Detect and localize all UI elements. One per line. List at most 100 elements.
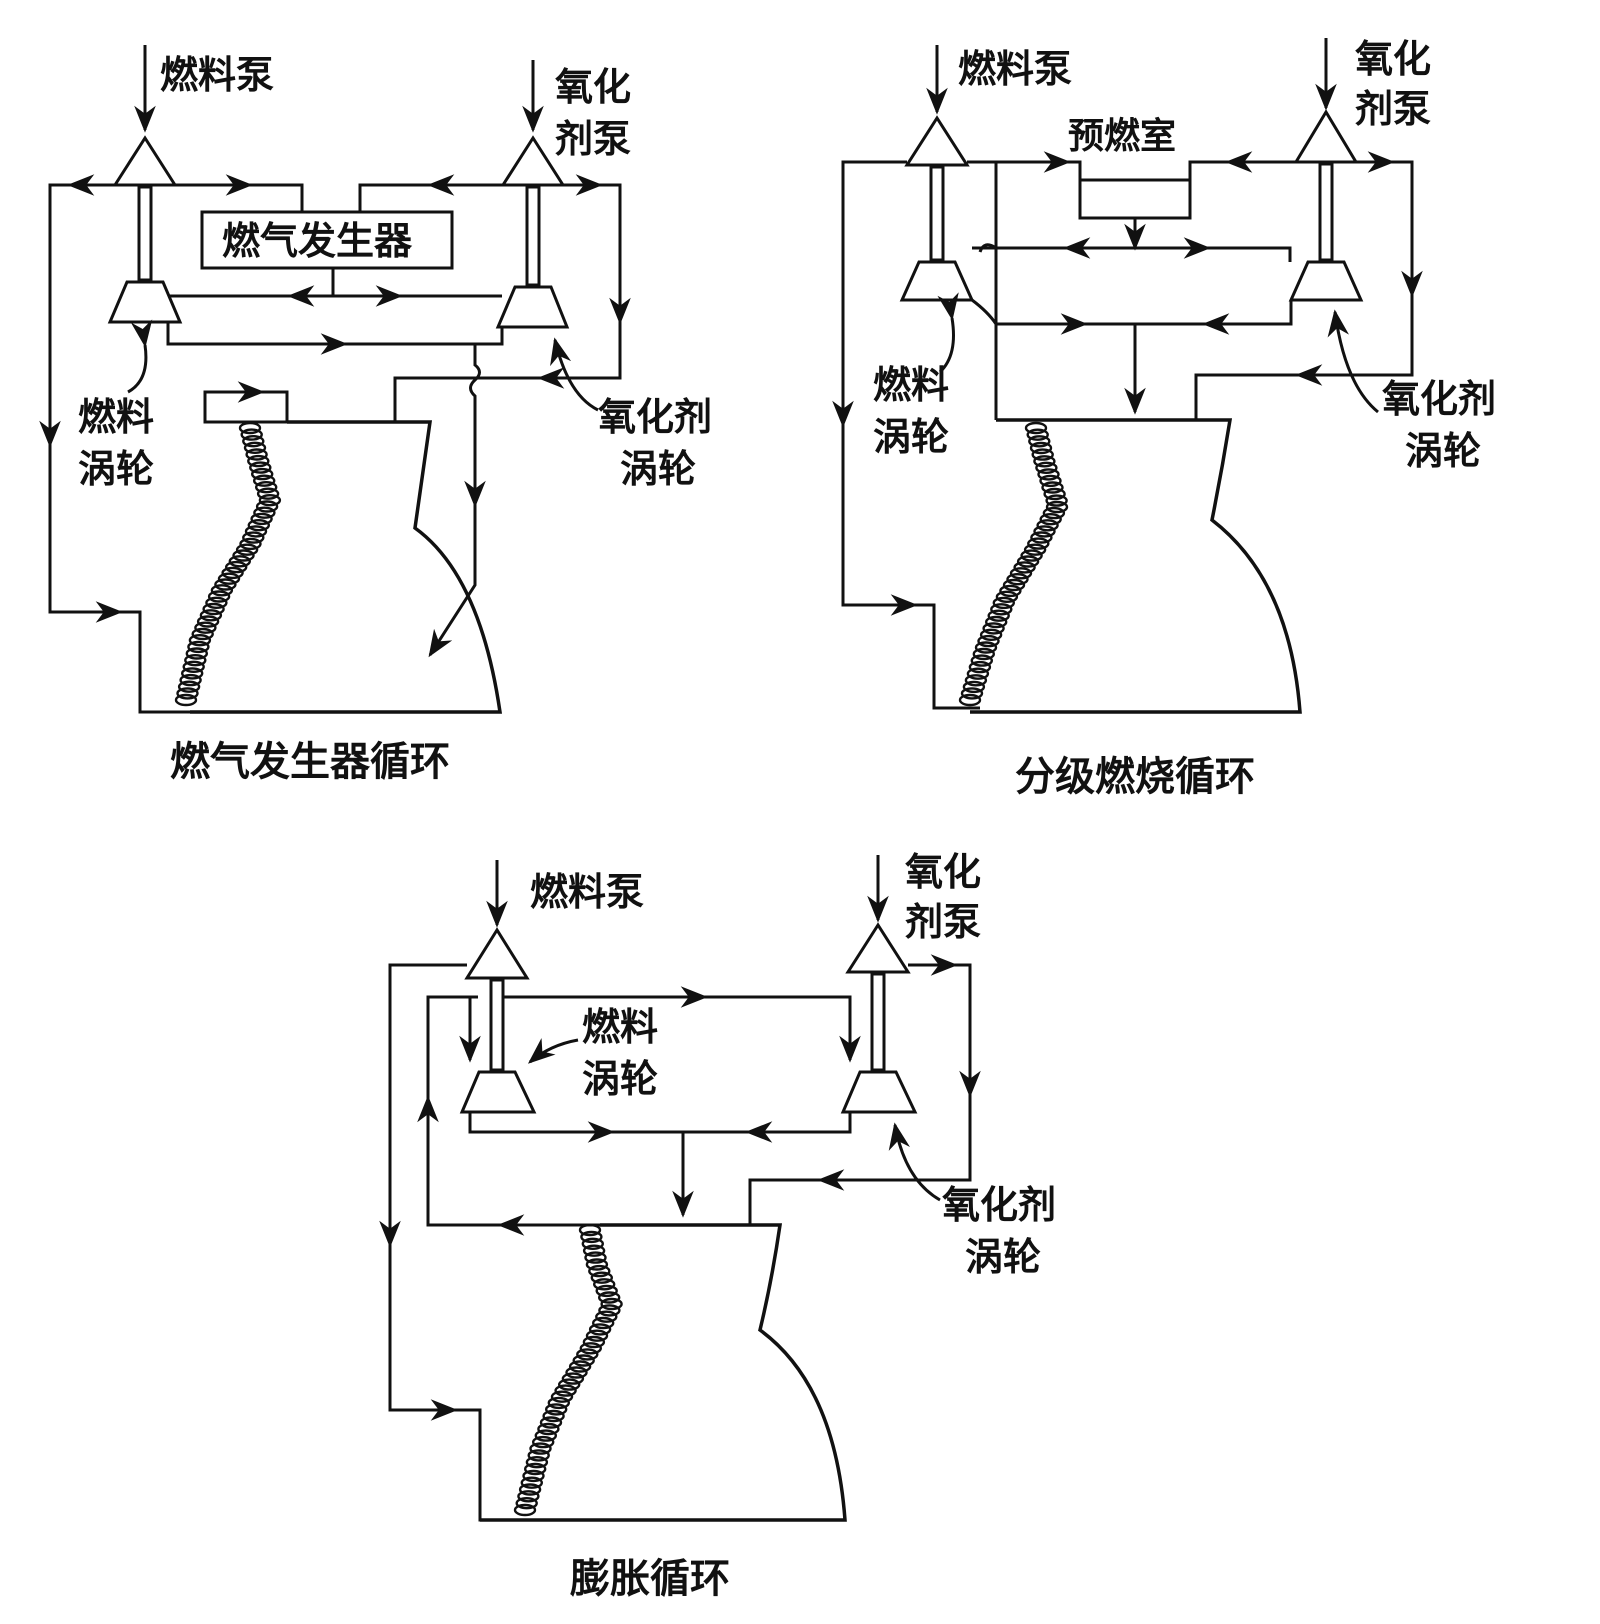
- coil-loop: [1039, 474, 1062, 488]
- coil-loop: [1027, 537, 1050, 550]
- coil-loop: [232, 549, 255, 562]
- fuel-pump-label: 燃料泵: [530, 870, 644, 914]
- gas-generator-label: 燃气发生器: [222, 219, 413, 263]
- coil-loop: [581, 1237, 604, 1251]
- coil-loop: [534, 1429, 557, 1442]
- coil-loop: [258, 494, 282, 507]
- fuel-turbine-label-2: 涡轮: [78, 447, 154, 491]
- coil-loop: [185, 647, 209, 660]
- coil-loop: [593, 1278, 616, 1291]
- nozzle-outline: [190, 420, 503, 714]
- coil-loop: [550, 1390, 574, 1403]
- ox-turbine-symbol: [1288, 260, 1364, 302]
- ox-to-gg: [358, 183, 503, 212]
- fuel-turbine-pointer: [937, 292, 959, 374]
- coil-loop: [962, 680, 986, 694]
- coil-loop: [214, 578, 237, 591]
- coil-loop: [1041, 481, 1064, 494]
- fuel-turbine-label-2: 涡轮: [582, 1057, 658, 1101]
- coil-loop: [202, 602, 225, 616]
- ox-turbine-symbol: [495, 285, 570, 329]
- coil-loop: [958, 693, 982, 707]
- coil-loop: [561, 1372, 585, 1385]
- coil-loop: [970, 654, 993, 667]
- coil-loop: [547, 1396, 570, 1410]
- arrow: [459, 995, 481, 1063]
- preburner-label: 预燃室: [1068, 116, 1176, 157]
- fuel-turbine-label-1: 燃料: [78, 395, 154, 439]
- nozzle-outline: [480, 1223, 847, 1522]
- preburner-box: [1078, 178, 1192, 220]
- coil-loop: [1045, 494, 1068, 507]
- panel-staged-combustion: 燃料泵 氧化 剂泵 预燃室 燃料 涡轮 氧化剂 涡轮 分级燃烧循环: [832, 37, 1496, 800]
- coil-loop: [529, 1442, 552, 1455]
- coil-loop: [182, 660, 205, 673]
- coil-loop: [565, 1366, 588, 1379]
- coil-loop: [253, 474, 276, 487]
- coil-loop: [256, 487, 280, 500]
- coil-loop: [974, 641, 998, 654]
- coil-loop: [196, 615, 220, 628]
- coil-loop: [585, 1258, 609, 1271]
- coil-loop: [243, 441, 267, 454]
- ox-shaft: [870, 972, 886, 1072]
- fuel-line-left: [388, 963, 530, 1522]
- coil-loop: [1036, 519, 1059, 532]
- coil-loop: [205, 596, 228, 609]
- coil-loop: [245, 448, 268, 461]
- coil-loop: [545, 1403, 568, 1416]
- coil-loop: [568, 1360, 592, 1373]
- coil-loop: [588, 1323, 612, 1336]
- coil-loop: [174, 693, 198, 707]
- coil-loop: [1023, 543, 1047, 556]
- coil-loop: [191, 627, 214, 641]
- exhaust-dump-arrow: [428, 344, 481, 658]
- coil-loop: [255, 500, 279, 513]
- coil-loop: [1035, 461, 1058, 474]
- coil-loop: [600, 1297, 623, 1311]
- coil-loop: [210, 584, 234, 597]
- ox-turbine-label-2: 涡轮: [620, 447, 696, 491]
- cooling-coil: [958, 421, 1069, 707]
- coil-loop: [1029, 441, 1053, 455]
- coil-loop: [217, 572, 241, 585]
- coil-loop: [520, 1476, 543, 1489]
- cooling-coil: [174, 421, 282, 707]
- coil-loop: [194, 621, 217, 634]
- coil-loop: [990, 603, 1013, 616]
- coil-loop: [576, 1348, 599, 1361]
- caption-staged-combustion: 分级燃烧循环: [1015, 754, 1255, 800]
- coil-loop: [228, 555, 252, 568]
- coil-loop: [525, 1455, 549, 1469]
- ox-turbine-label-1: 氧化剂: [598, 395, 712, 439]
- coil-loop: [964, 674, 988, 687]
- ox-pump-label-1: 氧化: [905, 850, 981, 894]
- fuel-turbine-pointer: [127, 319, 153, 394]
- coil-loop: [524, 1462, 547, 1476]
- coil-loop: [247, 454, 270, 468]
- coil-loop: [1039, 513, 1062, 526]
- ox-pump-symbol: [500, 135, 566, 187]
- coil-loop: [598, 1304, 621, 1317]
- coil-loop: [1016, 555, 1040, 568]
- fuel-turbine-symbol: [899, 260, 975, 302]
- coil-loop: [537, 1422, 560, 1436]
- coil-loop: [592, 1316, 615, 1330]
- coil-loop: [1002, 578, 1026, 592]
- coil-loop: [987, 609, 1010, 622]
- ox-pump-label-2: 剂泵: [905, 900, 981, 944]
- ox-turbine-label-2: 涡轮: [965, 1235, 1041, 1279]
- coil-loop: [1006, 573, 1029, 586]
- coil-loop: [1043, 487, 1066, 501]
- coil-loop: [1028, 435, 1051, 448]
- coil-loop: [968, 660, 992, 674]
- coil-loop: [242, 531, 265, 544]
- line: [468, 1112, 852, 1134]
- coil-loop: [242, 435, 265, 448]
- line: [972, 246, 1292, 262]
- cooling-coil: [513, 1223, 623, 1517]
- coil-loop: [249, 461, 272, 474]
- coil-loop: [187, 640, 210, 654]
- coil-loop: [582, 1335, 606, 1349]
- coil-loop: [179, 673, 202, 687]
